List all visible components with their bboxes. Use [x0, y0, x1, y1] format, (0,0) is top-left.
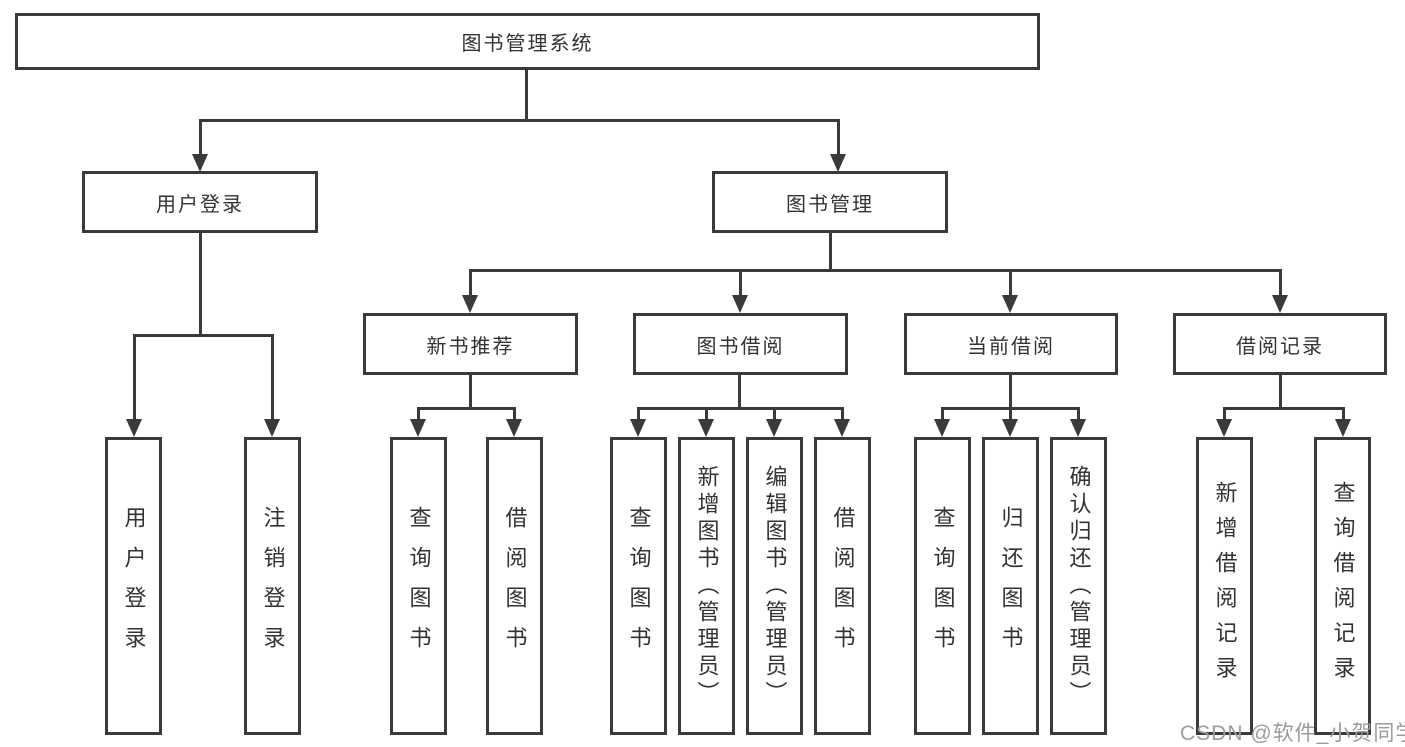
connector-line	[739, 269, 742, 297]
arrowhead-icon	[506, 419, 522, 437]
connector-line	[1009, 407, 1012, 421]
arrowhead-icon	[1070, 419, 1086, 437]
leaf-label: 用户登录	[121, 506, 147, 666]
node-library-system-root: 图书管理系统	[15, 13, 1040, 70]
arrowhead-icon	[1335, 419, 1351, 437]
arrowhead-icon	[192, 154, 208, 172]
leaf-label: 查询图书	[626, 506, 652, 666]
leaf-label: 查询图书	[406, 506, 432, 666]
arrowhead-icon	[630, 419, 646, 437]
arrowhead-icon	[264, 419, 280, 437]
leaf-label: 归还图书	[998, 506, 1024, 666]
leaf-return-books: 归还图书	[982, 437, 1039, 735]
arrowhead-icon	[410, 419, 426, 437]
connector-line	[941, 407, 944, 421]
leaf-label: 新增图书（管理员）	[694, 464, 720, 708]
connector-line	[1279, 375, 1282, 410]
leaf-borrow-books-recommend: 借阅图书	[486, 437, 543, 735]
connector-line	[513, 407, 516, 421]
connector-line	[1279, 269, 1282, 297]
leaf-label: 查询图书	[930, 506, 956, 666]
leaf-borrow-books: 借阅图书	[814, 437, 871, 735]
connector-line	[1009, 269, 1012, 297]
connector-line	[417, 407, 420, 421]
connector-line	[738, 375, 741, 410]
connector-line	[1342, 407, 1345, 421]
node-new-book-recommend: 新书推荐	[363, 313, 578, 375]
arrowhead-icon	[830, 154, 846, 172]
connector-line	[525, 70, 528, 121]
connector-line	[841, 407, 844, 421]
connector-line	[417, 407, 516, 410]
connector-line	[1077, 407, 1080, 421]
connector-line	[469, 269, 1282, 272]
arrowhead-icon	[1272, 295, 1288, 313]
connector-line	[133, 334, 136, 421]
leaf-edit-books-admin: 编辑图书（管理员）	[746, 437, 803, 735]
arrowhead-icon	[1002, 295, 1018, 313]
leaf-user-login: 用户登录	[105, 437, 162, 735]
leaf-label: 确认归还（管理员）	[1066, 464, 1092, 708]
leaf-label: 借阅图书	[502, 506, 528, 666]
arrowhead-icon	[834, 419, 850, 437]
leaf-label: 注销登录	[260, 506, 286, 666]
connector-line	[837, 119, 840, 156]
arrowhead-icon	[732, 295, 748, 313]
arrowhead-icon	[698, 419, 714, 437]
leaf-query-books-current: 查询图书	[914, 437, 971, 735]
leaf-logout: 注销登录	[244, 437, 301, 735]
connector-line	[705, 407, 708, 421]
leaf-add-books-admin: 新增图书（管理员）	[678, 437, 735, 735]
connector-line	[637, 407, 844, 410]
arrowhead-icon	[1002, 419, 1018, 437]
node-user-login: 用户登录	[82, 171, 318, 233]
connector-line	[637, 407, 640, 421]
node-book-management: 图书管理	[712, 171, 948, 233]
connector-line	[199, 233, 202, 337]
node-book-borrowing: 图书借阅	[633, 313, 848, 375]
leaf-label: 查询借阅记录	[1330, 481, 1356, 691]
leaf-query-books-recommend: 查询图书	[390, 437, 447, 735]
connector-line	[1223, 407, 1345, 410]
arrowhead-icon	[1216, 419, 1232, 437]
connector-line	[829, 233, 832, 272]
arrowhead-icon	[126, 419, 142, 437]
leaf-label: 新增借阅记录	[1212, 481, 1238, 691]
leaf-label: 编辑图书（管理员）	[762, 464, 788, 708]
arrowhead-icon	[934, 419, 950, 437]
connector-line	[271, 334, 274, 421]
connector-line	[469, 375, 472, 410]
connector-line	[773, 407, 776, 421]
leaf-query-books-borrowing: 查询图书	[610, 437, 667, 735]
leaf-confirm-return-admin: 确认归还（管理员）	[1050, 437, 1107, 735]
connector-line	[199, 119, 840, 122]
connector-line	[1009, 375, 1012, 410]
connector-line	[1223, 407, 1226, 421]
leaf-query-borrow-record: 查询借阅记录	[1314, 437, 1371, 735]
csdn-watermark: CSDN @软件_小贺同学	[1180, 722, 1405, 745]
connector-line	[469, 269, 472, 297]
arrowhead-icon	[766, 419, 782, 437]
leaf-add-borrow-record: 新增借阅记录	[1196, 437, 1253, 735]
connector-line	[133, 334, 274, 337]
node-borrowing-records: 借阅记录	[1173, 313, 1387, 375]
arrowhead-icon	[462, 295, 478, 313]
connector-line	[199, 119, 202, 156]
leaf-label: 借阅图书	[830, 506, 856, 666]
node-current-borrowing: 当前借阅	[904, 313, 1118, 375]
